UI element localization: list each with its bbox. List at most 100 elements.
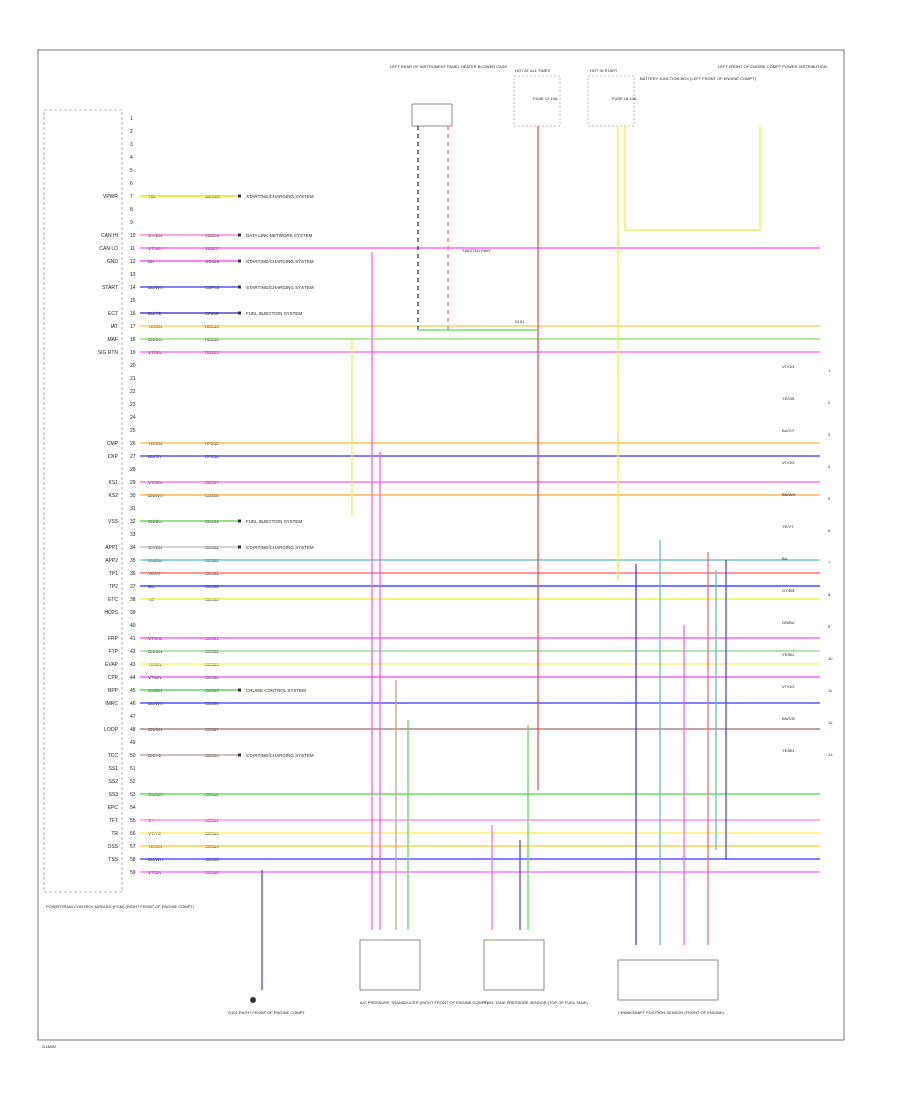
wire-destination: STARTING/CHARGING SYSTEM bbox=[246, 753, 314, 758]
pin-function-label: BPP bbox=[108, 688, 119, 694]
pin-number: 1 bbox=[130, 116, 133, 122]
pin-number: 33 bbox=[130, 532, 136, 538]
hvac-label: LEFT REAR OF INSTRUMENT PANEL HEATER BLO… bbox=[390, 64, 507, 69]
right-edge-ref-number: 12 bbox=[828, 720, 833, 725]
pin-number: 7 bbox=[130, 194, 133, 200]
wire-arrow bbox=[238, 285, 241, 289]
right-edge-color: VT/OG bbox=[782, 460, 794, 465]
component-label: FUEL TANK PRESSURE SENSOR (TOP OF FUEL T… bbox=[484, 1000, 588, 1005]
pin-number: 36 bbox=[130, 571, 136, 577]
right-edge-color: YE/VT bbox=[782, 524, 794, 529]
wire-destination: DATA LINK NETWORK SYSTEM bbox=[246, 233, 313, 238]
pin-number: 37 bbox=[130, 584, 136, 590]
right-edge-ref-number: 9 bbox=[828, 624, 831, 629]
pin-function-label: TCC bbox=[108, 753, 119, 759]
pin-number: 28 bbox=[130, 467, 136, 473]
splice-label: S101 bbox=[515, 319, 525, 324]
right-edge-color: YE/BU bbox=[782, 652, 794, 657]
right-edge-ref-number: 11 bbox=[828, 688, 833, 693]
right-edge-refs: 1VT/GN2YE/GN3BU/GY4VT/OG5BN/WH6YE/VT7BU8… bbox=[782, 364, 833, 757]
right-edge-color: BN/WH bbox=[782, 492, 795, 497]
pin-function-label: TFT bbox=[109, 818, 118, 824]
pin-number: 19 bbox=[130, 350, 136, 356]
pin-function-label: TSS bbox=[108, 857, 118, 863]
pin-number: 24 bbox=[130, 415, 136, 421]
pin-number: 22 bbox=[130, 389, 136, 395]
pin-function-label: IMRC bbox=[105, 701, 118, 707]
pin-number: 47 bbox=[130, 714, 136, 720]
pin-number: 53 bbox=[130, 792, 136, 798]
fuse-a-label: FUSE 12 10A bbox=[533, 96, 558, 101]
right-edge-color: BU bbox=[782, 556, 788, 561]
right-edge-ref-number: 6 bbox=[828, 528, 831, 533]
pin-number: 42 bbox=[130, 649, 136, 655]
pin-function-label: SS3 bbox=[109, 792, 119, 798]
pin-number: 29 bbox=[130, 480, 136, 486]
pin-function-label: LOOP bbox=[104, 727, 119, 733]
wire-arrow bbox=[238, 194, 241, 198]
pin-number: 27 bbox=[130, 454, 136, 460]
pin-number: 45 bbox=[130, 688, 136, 694]
right-edge-ref-number: 10 bbox=[828, 656, 833, 661]
wire-destination: STARTING/CHARGING SYSTEM bbox=[246, 194, 314, 199]
module-label: POWERTRAIN CONTROL MODULE (PCM) (RIGHT F… bbox=[46, 904, 195, 909]
component-body bbox=[617, 959, 719, 1001]
pin-function-label: VPWR bbox=[103, 194, 118, 200]
vertical-harness bbox=[261, 126, 761, 990]
pin-function-label: CAN HI bbox=[101, 233, 118, 239]
page-id: G14892 bbox=[42, 1044, 57, 1049]
hot-in-start-label: HOT IN START bbox=[590, 68, 618, 73]
pin-function-label: SS2 bbox=[109, 779, 119, 785]
pin-number: 48 bbox=[130, 727, 136, 733]
pin-number: 50 bbox=[130, 753, 136, 759]
pin-number: 12 bbox=[130, 259, 136, 265]
pin-number: 31 bbox=[130, 506, 136, 512]
pin-function-label: CMP bbox=[107, 441, 119, 447]
pin-number: 56 bbox=[130, 831, 136, 837]
pin-function-label: VSS bbox=[108, 519, 119, 525]
pin-function-label: TP1 bbox=[109, 571, 118, 577]
right-edge-color: YE/GN bbox=[782, 396, 795, 401]
pin-function-label: ETC bbox=[108, 597, 118, 603]
right-edge-color: YE/BN bbox=[782, 748, 794, 753]
pin-number: 5 bbox=[130, 168, 133, 174]
pin-number: 58 bbox=[130, 857, 136, 863]
right-edge-color: VT/GN bbox=[782, 364, 794, 369]
pin-number: 17 bbox=[130, 324, 136, 330]
pin-number: 43 bbox=[130, 662, 136, 668]
wire-arrow bbox=[238, 545, 241, 549]
pin-number: 57 bbox=[130, 844, 136, 850]
pin-number: 6 bbox=[130, 181, 133, 187]
pin-function-label: FRP bbox=[108, 636, 119, 642]
pin-number: 9 bbox=[130, 220, 133, 226]
pin-number: 8 bbox=[130, 207, 133, 213]
pin-function-label: TR bbox=[111, 831, 118, 837]
pin-number: 10 bbox=[130, 233, 136, 239]
pin-number: 13 bbox=[130, 272, 136, 278]
pin-function-label: ECT bbox=[108, 311, 118, 317]
pin-number: 59 bbox=[130, 870, 136, 876]
component-body bbox=[359, 939, 421, 991]
wire-destination: STARTING/CHARGING SYSTEM bbox=[246, 259, 314, 264]
pin-number: 21 bbox=[130, 376, 136, 382]
pin-function-label: CKP bbox=[108, 454, 119, 460]
wire-arrow bbox=[238, 519, 241, 523]
pin-function-label: APP1 bbox=[105, 545, 118, 551]
pin-function-label: EPC bbox=[108, 805, 119, 811]
wire-runs: YELCDC03STARTING/CHARGING SYSTEMGY/BNVDB… bbox=[140, 194, 820, 875]
fuse-box-a bbox=[513, 75, 561, 127]
pin-function-label: APP2 bbox=[105, 558, 118, 564]
right-edge-color: GY/BN bbox=[782, 588, 795, 593]
pin-function-label: HO2S bbox=[104, 610, 118, 616]
right-edge-color: BN/GN bbox=[782, 716, 795, 721]
component-label: CRANKSHAFT POSITION SENSOR (FRONT OF ENG… bbox=[618, 1010, 725, 1015]
pin-function-label: OSS bbox=[107, 844, 118, 850]
fuse-box-b bbox=[587, 75, 635, 127]
pin-number: 2 bbox=[130, 129, 133, 135]
pin-function-label: MAF bbox=[107, 337, 118, 343]
ground-symbol bbox=[250, 997, 256, 1003]
right-edge-ref-number: 7 bbox=[828, 560, 831, 565]
pin-number: 40 bbox=[130, 623, 136, 629]
